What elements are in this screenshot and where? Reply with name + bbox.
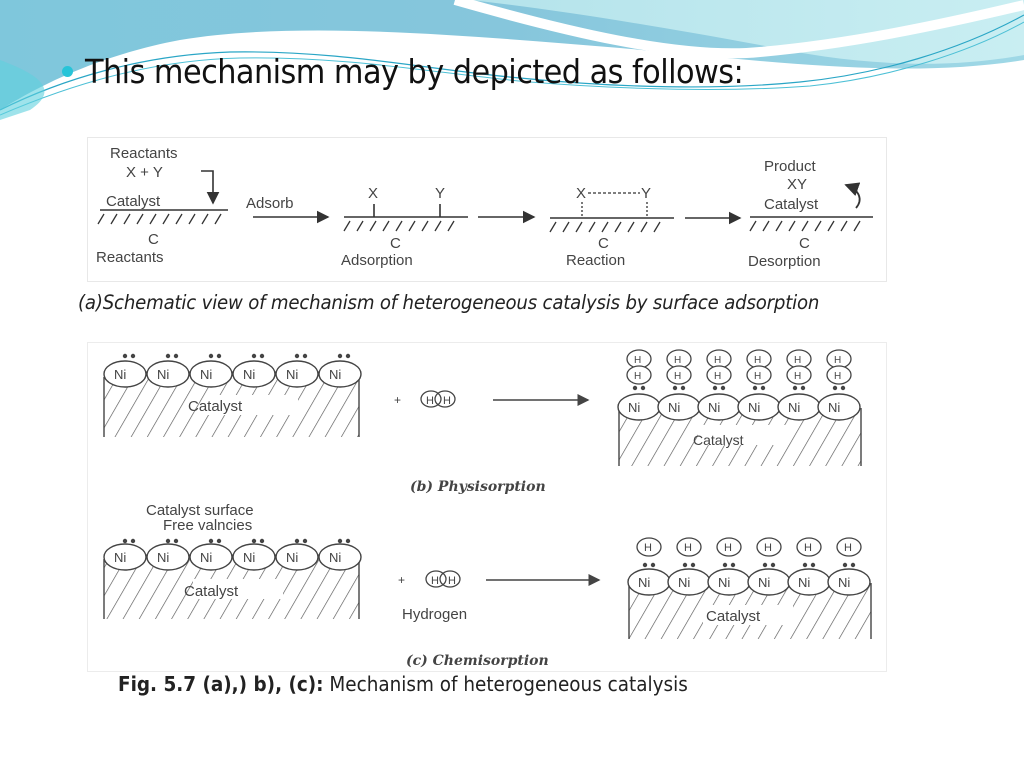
svg-text:X + Y: X + Y <box>126 164 163 181</box>
svg-text:Ni: Ni <box>157 367 169 382</box>
figure-a-diagram: Reactants X + Y Catalyst C Reactants Ads… <box>96 145 873 270</box>
svg-text:Adsorption: Adsorption <box>341 252 413 269</box>
figure-caption-label: Fig. 5.7 (a),) b), (c): <box>118 672 324 696</box>
svg-text:Ni: Ni <box>114 550 126 565</box>
svg-text:Hydrogen: Hydrogen <box>402 606 467 623</box>
svg-text:H: H <box>764 542 772 554</box>
svg-text:Ni: Ni <box>329 550 341 565</box>
svg-text:H: H <box>754 371 761 382</box>
svg-text:H: H <box>644 542 652 554</box>
svg-text:Ni: Ni <box>200 550 212 565</box>
figure-c-catalyst-right: H H H H H H Ni Ni Ni Ni Ni Ni Catalyst <box>627 537 872 639</box>
svg-text:Ni: Ni <box>157 550 169 565</box>
svg-text:Ni: Ni <box>828 400 840 415</box>
svg-text:Ni: Ni <box>243 367 255 382</box>
figure-caption: Fig. 5.7 (a),) b), (c): Mechanism of het… <box>118 672 688 696</box>
stage-reaction: X Y C Reaction <box>549 185 674 269</box>
svg-text:Ni: Ni <box>329 367 341 382</box>
svg-text:Catalyst: Catalyst <box>706 608 761 625</box>
svg-text:H: H <box>634 371 641 382</box>
svg-text:C: C <box>598 235 609 252</box>
figure-b-catalyst-left: Ni Ni Ni Ni Ni Ni Catalyst <box>103 353 362 437</box>
svg-text:Product: Product <box>764 158 817 175</box>
svg-text:Ni: Ni <box>114 367 126 382</box>
figure-c-catalyst-left: Catalyst surface Free valncies Ni Ni Ni … <box>103 502 362 619</box>
svg-text:H: H <box>443 395 451 407</box>
svg-text:Catalyst surface: Catalyst surface <box>146 502 254 519</box>
svg-text:Catalyst: Catalyst <box>184 583 239 600</box>
figure-b-caption: (b) Physisorption <box>410 479 546 495</box>
svg-text:C: C <box>390 235 401 252</box>
stage-adsorption: X Y C Adsorption <box>341 185 468 269</box>
adsorbed-h2-row: H H H H H H H H H H H H <box>626 349 852 385</box>
svg-text:H: H <box>684 542 692 554</box>
slide-title-row: This mechanism may by depicted as follow… <box>62 52 800 91</box>
svg-text:Reactants: Reactants <box>96 249 164 266</box>
svg-text:H: H <box>724 542 732 554</box>
svg-text:Ni: Ni <box>638 575 650 590</box>
svg-text:H: H <box>634 355 641 366</box>
svg-text:Ni: Ni <box>678 575 690 590</box>
svg-text:+: + <box>398 573 405 587</box>
svg-text:H: H <box>844 542 852 554</box>
stage-desorption: Product XY Catalyst C Desorption <box>748 158 873 270</box>
svg-text:Reaction: Reaction <box>566 252 625 269</box>
svg-text:XY: XY <box>787 176 807 193</box>
svg-text:Ni: Ni <box>286 550 298 565</box>
svg-text:Catalyst: Catalyst <box>106 193 161 210</box>
svg-text:H: H <box>714 355 721 366</box>
svg-text:H: H <box>834 355 841 366</box>
svg-text:C: C <box>148 231 159 248</box>
svg-text:+: + <box>394 393 401 407</box>
bullet-icon <box>62 66 73 77</box>
svg-text:Ni: Ni <box>798 575 810 590</box>
figure-b-h2-molecule: H H <box>420 390 456 408</box>
svg-text:Ni: Ni <box>243 550 255 565</box>
stage-reactants: Reactants X + Y Catalyst C Reactants <box>96 145 228 266</box>
svg-text:Adsorb: Adsorb <box>246 195 294 212</box>
svg-text:Desorption: Desorption <box>748 253 821 270</box>
svg-text:Ni: Ni <box>708 400 720 415</box>
svg-text:Y: Y <box>435 185 445 202</box>
svg-text:Catalyst: Catalyst <box>764 196 819 213</box>
figure-caption-text: Mechanism of heterogeneous catalysis <box>323 672 688 696</box>
svg-text:Ni: Ni <box>718 575 730 590</box>
figure-b-catalyst-right: Ni Ni Ni Ni Ni Ni H H H H H H H H H H H … <box>617 349 862 466</box>
svg-text:H: H <box>714 371 721 382</box>
svg-text:H: H <box>674 355 681 366</box>
svg-text:H: H <box>804 542 812 554</box>
svg-text:Ni: Ni <box>668 400 680 415</box>
figure-c-h2-molecule: H H Hydrogen <box>402 570 467 623</box>
svg-text:C: C <box>799 235 810 252</box>
figure-a-caption: (a)Schematic view of mechanism of hetero… <box>78 291 820 314</box>
svg-text:Ni: Ni <box>748 400 760 415</box>
svg-text:Ni: Ni <box>758 575 770 590</box>
svg-text:X: X <box>368 185 378 202</box>
figure-c-caption: (c) Chemisorption <box>406 653 549 669</box>
figure-bc-panel: Ni Ni Ni Ni Ni Ni Catalyst + H H Ni Ni N… <box>87 342 887 672</box>
svg-text:Ni: Ni <box>628 400 640 415</box>
svg-text:H: H <box>754 355 761 366</box>
svg-text:H: H <box>426 395 434 407</box>
slide-title: This mechanism may by depicted as follow… <box>85 52 744 91</box>
svg-text:X: X <box>576 185 586 202</box>
svg-text:Ni: Ni <box>200 367 212 382</box>
svg-text:H: H <box>794 355 801 366</box>
svg-text:Ni: Ni <box>286 367 298 382</box>
svg-text:Reactants: Reactants <box>110 145 178 162</box>
svg-text:Ni: Ni <box>838 575 850 590</box>
svg-text:H: H <box>794 371 801 382</box>
svg-text:H: H <box>431 575 439 587</box>
svg-text:Catalyst: Catalyst <box>188 398 243 415</box>
svg-text:H: H <box>834 371 841 382</box>
figure-a-panel: Reactants X + Y Catalyst C Reactants Ads… <box>87 137 887 282</box>
svg-text:Catalyst: Catalyst <box>693 432 744 448</box>
svg-text:Ni: Ni <box>788 400 800 415</box>
svg-text:H: H <box>448 575 456 587</box>
svg-text:Y: Y <box>641 185 651 202</box>
svg-text:Free valncies: Free valncies <box>163 517 252 534</box>
svg-text:H: H <box>674 371 681 382</box>
